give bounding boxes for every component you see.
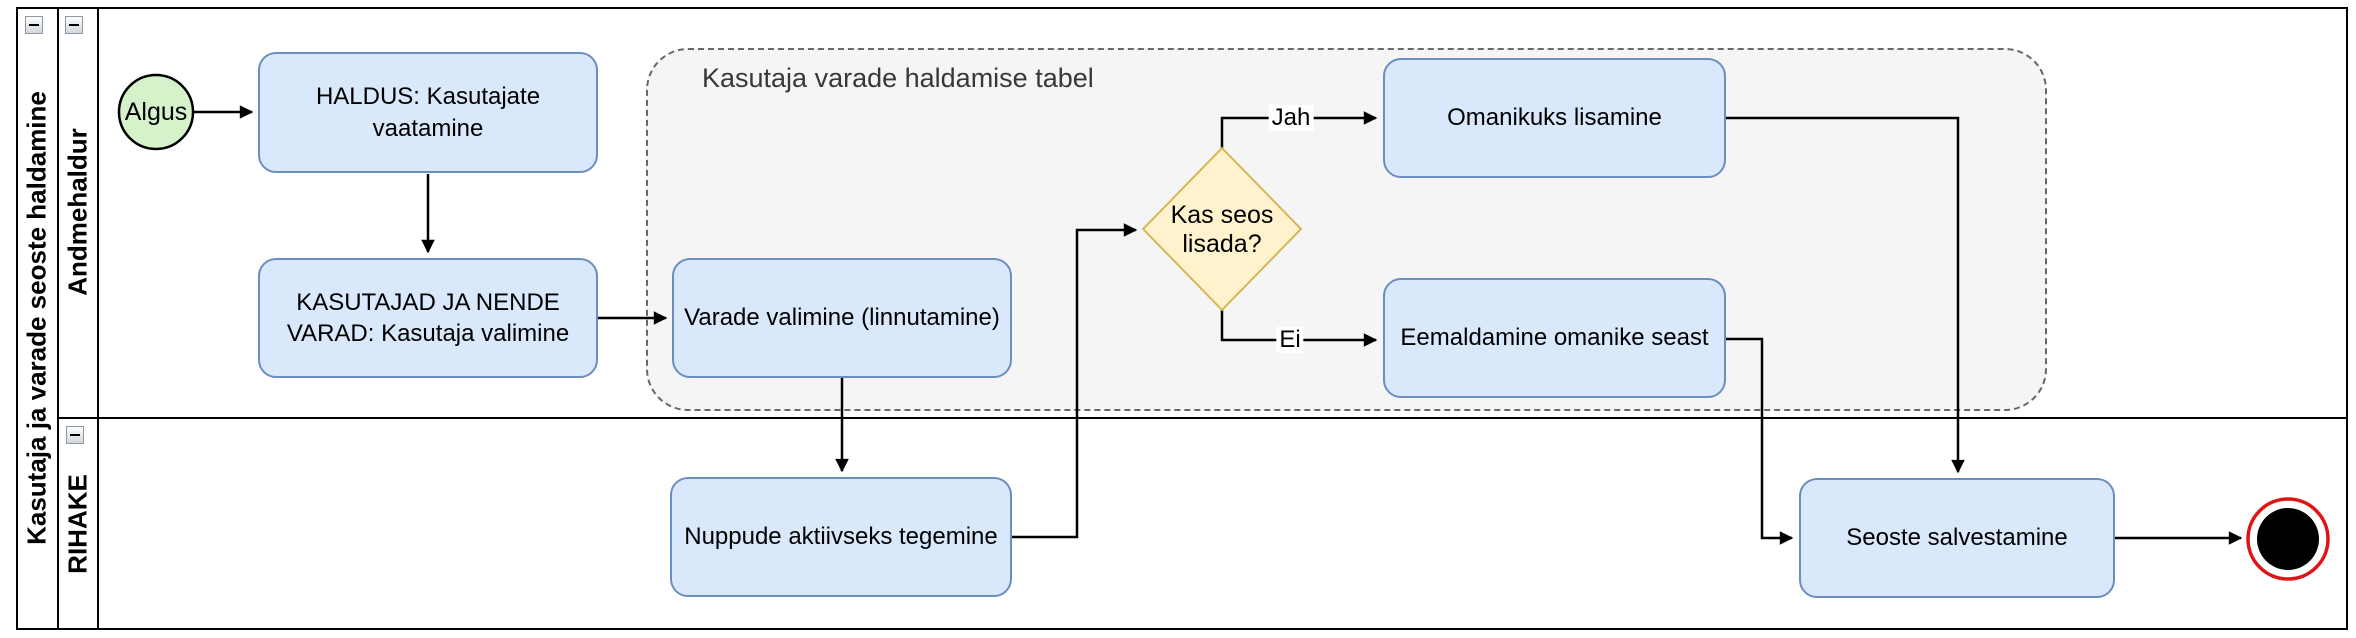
- flow-omanikuks-to-seoste: [1726, 116, 1965, 474]
- pool-collapse-button[interactable]: [25, 16, 43, 34]
- task-eemaldamine-omanike-seast[interactable]: Eemaldamine omanike seast: [1383, 278, 1726, 398]
- task-label: Omanikuks lisamine: [1447, 104, 1662, 132]
- flow-decision-ei-to-eemaldamine: [1220, 310, 1378, 347]
- decision-shape[interactable]: [1141, 146, 1303, 312]
- lane-rihake-collapse-button[interactable]: [66, 426, 84, 444]
- task-omanikuks-lisamine[interactable]: Omanikuks lisamine: [1383, 58, 1726, 178]
- edge-label-jah: Jah: [1268, 104, 1314, 132]
- start-event-label: Algus: [124, 97, 188, 126]
- task-label: Varade valimine (linnutamine): [684, 304, 1000, 332]
- task-nuppude-aktiivseks-tegemine[interactable]: Nuppude aktiivseks tegemine: [670, 477, 1012, 597]
- decision-label: Kas seos lisada?: [1170, 200, 1274, 259]
- flow-decision-jah-to-omanikuks: [1220, 111, 1378, 148]
- task-seoste-salvestamine[interactable]: Seoste salvestamine: [1799, 478, 2115, 598]
- task-label: Seoste salvestamine: [1846, 524, 2068, 552]
- lane-divider: [57, 417, 2348, 419]
- pool-label-column-divider: [57, 7, 59, 630]
- group-label: Kasutaja varade haldamise tabel: [702, 63, 1094, 93]
- task-kasutajad-ja-nende-varad[interactable]: KASUTAJAD JA NENDE VARAD: Kasutaja valim…: [258, 258, 598, 378]
- lane-label-column-divider: [97, 7, 99, 630]
- flow-nuppude-to-decision: [1012, 223, 1138, 539]
- task-label: Eemaldamine omanike seast: [1400, 324, 1709, 352]
- task-label: Nuppude aktiivseks tegemine: [684, 523, 998, 551]
- pool-border: [16, 7, 2348, 630]
- task-varade-valimine[interactable]: Varade valimine (linnutamine): [672, 258, 1012, 378]
- flow-eemaldamine-to-seoste: [1726, 337, 1794, 545]
- minus-icon: [69, 23, 79, 27]
- start-event-shape[interactable]: [117, 73, 195, 151]
- task-label: HALDUS: Kasutajate vaatamine: [315, 83, 541, 142]
- end-event-core[interactable]: [2257, 508, 2319, 570]
- task-haldus-kasutajate-vaatamine[interactable]: HALDUS: Kasutajate vaatamine: [258, 52, 598, 173]
- lane-andmehaldur-collapse-button[interactable]: [65, 16, 83, 34]
- minus-icon: [29, 23, 39, 27]
- edge-label-ei: Ei: [1276, 326, 1304, 354]
- task-label: KASUTAJAD JA NENDE VARAD: Kasutaja valim…: [286, 288, 570, 347]
- minus-icon: [70, 433, 80, 437]
